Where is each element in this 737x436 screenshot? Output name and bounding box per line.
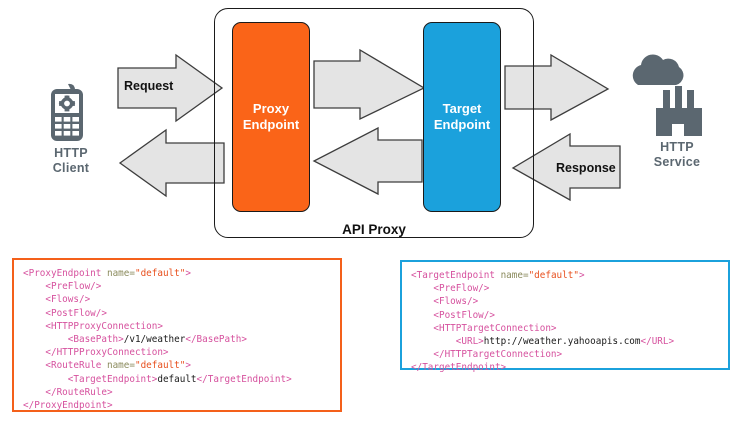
- api-proxy-label: API Proxy: [342, 222, 406, 237]
- response-arrow-label: Response: [556, 161, 616, 175]
- proxy-endpoint-xml-block: <ProxyEndpoint name="default"> <PreFlow/…: [12, 258, 342, 412]
- client-response-arrow: [118, 128, 225, 198]
- target-endpoint-xml-block: <TargetEndpoint name="default"> <PreFlow…: [400, 260, 730, 373]
- request-arrow: [117, 53, 224, 123]
- target-endpoint-label-line1: Target: [442, 101, 482, 116]
- target-to-service-arrow: [504, 53, 610, 122]
- request-arrow-label: Request: [124, 79, 174, 93]
- http-service-label-line1: HTTP: [660, 140, 694, 154]
- response-arrow: [511, 132, 621, 202]
- http-client-label: HTTP Client: [28, 146, 114, 176]
- mobile-phone-gear-icon: [51, 83, 83, 141]
- proxy-endpoint-node[interactable]: Proxy Endpoint: [232, 22, 310, 212]
- target-endpoint-node[interactable]: Target Endpoint: [423, 22, 501, 212]
- http-client-label-line2: Client: [52, 161, 90, 175]
- target-endpoint-label-line2: Endpoint: [433, 117, 491, 132]
- proxy-to-target-arrow: [313, 48, 426, 121]
- proxy-endpoint-label-line1: Proxy: [252, 101, 290, 116]
- diagram-canvas: [51, 48, 702, 202]
- target-to-proxy-arrow: [312, 126, 423, 196]
- factory-cloud-icon: [632, 54, 702, 136]
- http-service-label-line2: Service: [653, 155, 701, 169]
- http-service-label: HTTP Service: [627, 140, 727, 170]
- api-proxy-container: [214, 8, 534, 238]
- proxy-endpoint-label-line2: Endpoint: [242, 117, 300, 132]
- api-proxy-diagram: Proxy Endpoint Target Endpoint API Proxy…: [28, 8, 727, 238]
- http-client-label-line1: HTTP: [54, 146, 88, 160]
